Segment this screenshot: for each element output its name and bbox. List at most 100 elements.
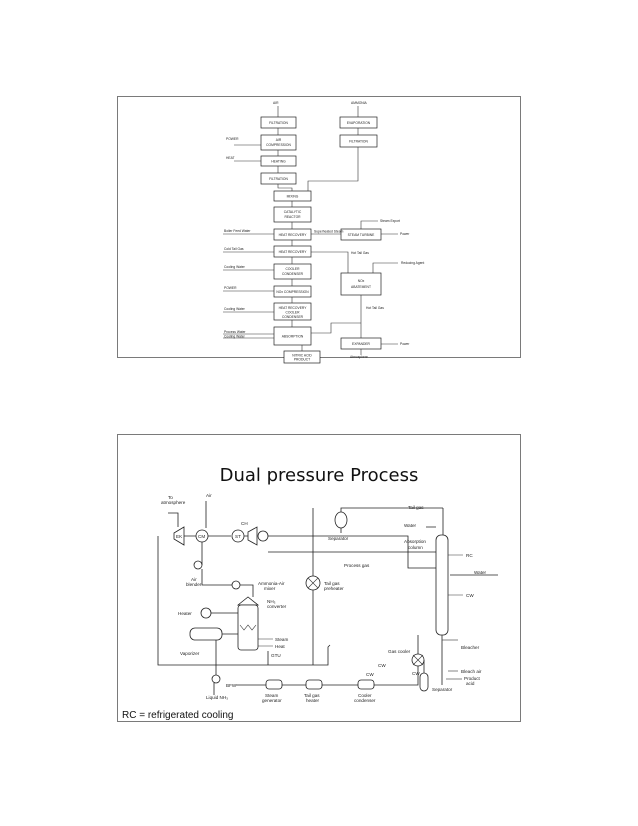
- svg-text:AIR: AIR: [276, 138, 282, 142]
- svg-text:CONDENSER: CONDENSER: [282, 315, 304, 319]
- label-tail-gas: Tail gas: [408, 505, 424, 510]
- svg-text:COOLER: COOLER: [286, 311, 301, 315]
- box-filtration-air: FILTRATION: [260, 116, 297, 129]
- input-air-label: AIR: [273, 101, 279, 105]
- label-reducing-agent: Reducing Agent: [401, 261, 424, 265]
- label-cooling-water-2: Cooling Water: [224, 307, 246, 311]
- label-separator: Separator: [432, 687, 453, 692]
- svg-text:blender: blender: [186, 582, 202, 587]
- box-evaporation: EVAPORATION: [339, 116, 378, 129]
- label-bleach-air: Bleach air: [461, 669, 482, 674]
- box-expander: EXPANDER: [340, 337, 382, 350]
- svg-text:EXPANDER: EXPANDER: [352, 342, 371, 346]
- label-hot-tail-gas-2: Hot Tail Gas: [366, 306, 384, 310]
- nh3-converter: [236, 596, 260, 651]
- label-rc: RC: [466, 553, 473, 558]
- flowsheet-slide: AIR AMMONIA FILTRATION AIR COMPRESSION H…: [117, 96, 521, 364]
- svg-text:NOx COMPRESSION: NOx COMPRESSION: [276, 290, 309, 294]
- label-separator-top: Separator: [328, 536, 349, 541]
- label-cooler-condenser: Cooler: [358, 693, 372, 698]
- label-steam: Steam: [275, 637, 288, 642]
- label-air-blender: Air: [191, 577, 197, 582]
- svg-text:acid: acid: [466, 681, 475, 686]
- label-product-acid: Product: [464, 676, 481, 681]
- svg-text:mixer: mixer: [264, 586, 276, 591]
- box-heat-recovery-cooler-condenser: HEAT RECOVERY COOLER CONDENSER: [273, 302, 312, 321]
- svg-text:EVAPORATION: EVAPORATION: [347, 121, 371, 125]
- footnote: RC = refrigerated cooling: [122, 710, 234, 721]
- dual-pressure-slide: Dual pressure Process To atmosphere Air …: [117, 434, 521, 722]
- svg-text:preheater: preheater: [324, 586, 344, 591]
- svg-text:condenser: condenser: [354, 698, 376, 703]
- heater: [200, 607, 212, 619]
- label-absorption-column: Absorption: [404, 539, 426, 544]
- label-heat: HEAT: [226, 156, 235, 160]
- label-cw-2: CW: [366, 672, 374, 677]
- separator: [419, 672, 429, 692]
- separator-top: [334, 511, 348, 529]
- box-heating: HEATING: [260, 155, 297, 167]
- label-power-out-2: Power: [400, 342, 410, 346]
- box-heat-recovery-2: HEAT RECOVERY: [273, 245, 312, 258]
- label-cw-right: CW: [466, 593, 474, 598]
- svg-text:NITRIC ACID: NITRIC ACID: [292, 354, 312, 358]
- svg-text:FILTRATION: FILTRATION: [349, 140, 368, 144]
- label-hot-tail-gas: Hot Tail Gas: [351, 251, 369, 255]
- svg-text:REACTOR: REACTOR: [284, 215, 301, 219]
- label-process-water: Process Water: [224, 330, 246, 334]
- label-cooling-water-1: Cooling Water: [224, 265, 246, 269]
- svg-text:EK: EK: [176, 534, 183, 539]
- svg-text:NOx: NOx: [358, 279, 365, 283]
- svg-text:CH: CH: [241, 521, 248, 526]
- label-air: Air: [206, 493, 212, 498]
- label-bleacher: Bleacher: [461, 645, 480, 650]
- label-gtu: GTU: [271, 653, 281, 658]
- box-nitric-acid-product: NITRIC ACID PRODUCT: [283, 350, 321, 364]
- svg-text:converter: converter: [267, 604, 287, 609]
- machine-train: EK CM ST CH: [173, 521, 269, 546]
- svg-text:atmosphere: atmosphere: [161, 500, 186, 505]
- box-filtration-nh3: FILTRATION: [339, 134, 378, 148]
- label-tail-gas-heater: Tail gas: [304, 693, 320, 698]
- label-ammonia-air-mixer: Ammonia-Air: [258, 581, 285, 586]
- steam-generator: [265, 679, 283, 690]
- absorption-column: [435, 534, 449, 636]
- svg-text:CM: CM: [198, 534, 205, 539]
- air-blender: [193, 560, 203, 570]
- box-mixing: MIXING: [273, 190, 312, 202]
- svg-text:CONDENSER: CONDENSER: [282, 272, 304, 276]
- svg-text:MIXING: MIXING: [287, 195, 299, 199]
- svg-text:column: column: [408, 545, 423, 550]
- box-air-compression: AIR COMPRESSION: [260, 134, 297, 151]
- svg-text:COOLER: COOLER: [286, 267, 301, 271]
- input-ammonia-label: AMMONIA: [351, 101, 368, 105]
- label-to-atmosphere: To: [168, 495, 173, 500]
- label-liquid-nh3: Liquid NH₃: [206, 695, 228, 700]
- label-water-top: Water: [404, 523, 417, 528]
- label-power-out-1: Power: [400, 232, 410, 236]
- svg-text:FILTRATION: FILTRATION: [269, 121, 288, 125]
- svg-text:ST: ST: [235, 534, 241, 539]
- label-cw-mid: CW: [378, 663, 386, 668]
- box-nox-abatement: NOx ABATEMENT: [340, 272, 382, 296]
- dual-pressure-diagram: To atmosphere Air Tail gas Water EK CM S…: [157, 493, 498, 703]
- label-power-2: POWER: [224, 286, 237, 290]
- box-steam-turbine: STEAM TURBINE: [340, 228, 382, 241]
- label-cooling-water-3: Cooling Water: [224, 335, 246, 339]
- block-flow-diagram: AIR AMMONIA FILTRATION AIR COMPRESSION H…: [223, 101, 424, 364]
- svg-text:PRODUCT: PRODUCT: [294, 358, 310, 362]
- box-nox-compression: NOx COMPRESSION: [273, 285, 312, 298]
- ammonia-air-mixer: [231, 580, 241, 590]
- label-gas-cooler: Gas cooler: [388, 649, 411, 654]
- label-process-gas: Process gas: [344, 563, 370, 568]
- svg-text:HEAT RECOVERY: HEAT RECOVERY: [279, 306, 308, 310]
- label-heater: Heater: [178, 611, 192, 616]
- label-boiler-feed-water: Boiler Feed Water: [224, 229, 251, 233]
- cooler-condenser: [357, 679, 375, 690]
- box-cooler-condenser: COOLER CONDENSER: [273, 263, 312, 280]
- slide-title: Dual pressure Process: [219, 465, 419, 486]
- svg-text:heater: heater: [306, 698, 319, 703]
- svg-text:HEAT RECOVERY: HEAT RECOVERY: [279, 233, 308, 237]
- svg-text:ABATEMENT: ABATEMENT: [351, 285, 371, 289]
- label-tail-gas-preheater: Tail gas: [324, 581, 340, 586]
